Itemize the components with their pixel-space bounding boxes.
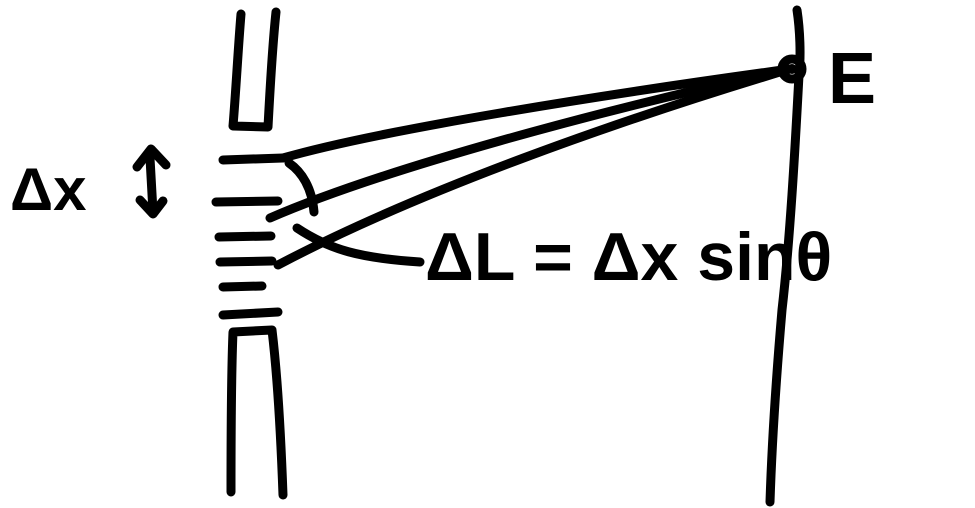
barrier [226, 7, 288, 500]
path-difference-brace [284, 158, 319, 217]
slit-source-line [218, 307, 283, 320]
ray-bottom [273, 64, 795, 270]
slit-source-line [218, 281, 267, 292]
ray-middle [265, 64, 795, 223]
ray-top [278, 64, 795, 163]
barrier-upper-block [228, 7, 281, 132]
delta-x-label: Δx [10, 156, 87, 223]
path-difference-leader [292, 223, 425, 267]
point-e-label: E [828, 39, 876, 119]
slit-source-line [211, 196, 283, 207]
path-difference-formula: ΔL = Δx sinθ [425, 219, 832, 295]
barrier-lower-block [226, 325, 288, 500]
rays [265, 64, 795, 270]
dot-icon-center [787, 64, 797, 74]
dot-icon [777, 54, 807, 84]
slit-source-line [214, 231, 276, 242]
double-arrow-vertical-icon [132, 144, 171, 219]
slit-source-line [215, 256, 277, 267]
slit-sources [211, 153, 288, 320]
slit-source-line [218, 153, 288, 165]
